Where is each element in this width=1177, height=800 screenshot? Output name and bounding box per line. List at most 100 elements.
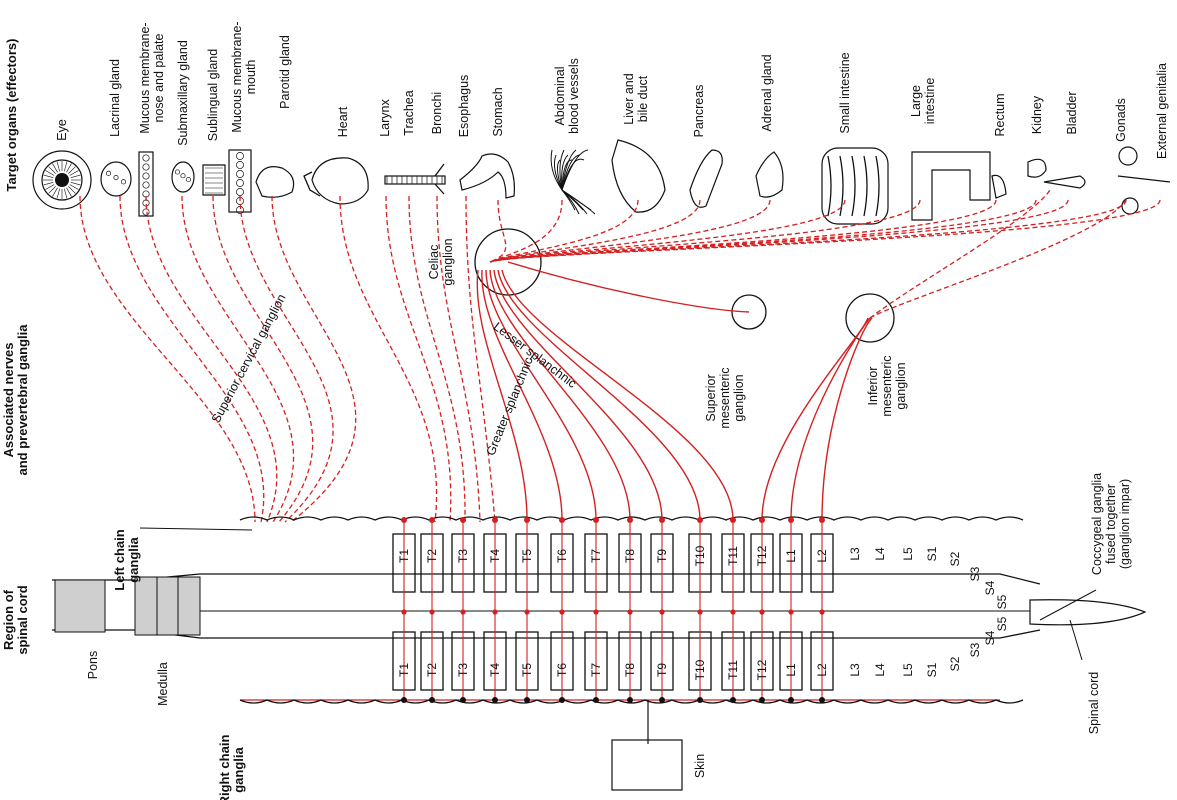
liver-icon — [611, 139, 666, 213]
postganglionic-path — [489, 199, 846, 263]
segment-label: L5 — [901, 663, 915, 677]
segment-label: T6 — [555, 548, 569, 564]
adrenal-gland-icon — [755, 151, 784, 198]
to-superior-mesenteric — [507, 261, 750, 313]
preganglionic-path — [239, 195, 334, 523]
segment-label: T11 — [726, 546, 740, 566]
preganglionic-path — [119, 195, 265, 523]
chain-dot-lower — [819, 697, 825, 703]
segment-label: T9 — [655, 662, 669, 678]
organ-label: Kidney — [1030, 95, 1044, 135]
left-chain-pointer — [139, 527, 253, 531]
chain-dot-upper — [492, 517, 498, 523]
organ-label: Esophagus — [457, 74, 471, 138]
splanchnic-nerve — [497, 269, 701, 521]
rectum-icon — [991, 174, 1007, 199]
chain-dot-upper — [524, 517, 530, 523]
segment-label: S4 — [983, 580, 997, 596]
cord-dot — [659, 609, 665, 615]
organ-label: Abdominal blood vessels — [553, 58, 581, 134]
cord-dot — [627, 609, 633, 615]
segment-label: T8 — [623, 662, 637, 678]
segment-label: T2 — [425, 662, 439, 678]
segment-label: L1 — [784, 663, 798, 677]
segment-label: T12 — [755, 659, 769, 681]
segment-label: S4 — [983, 630, 997, 646]
label-spinal-cord: Spinal cord — [1087, 671, 1101, 735]
row-title-right-chain: Right chain ganglia — [217, 734, 246, 800]
segment-label: T7 — [589, 662, 603, 678]
spinal-outline-upper — [52, 573, 1041, 585]
segment-label: S1 — [925, 546, 939, 562]
organ-label: Gonads — [1114, 98, 1128, 142]
inferior-mesenteric-ganglion-circle — [845, 293, 895, 343]
segment-label: T7 — [589, 548, 603, 564]
chain-dot-lower — [559, 697, 565, 703]
chain-dot-lower — [788, 697, 794, 703]
segment-label: T10 — [693, 545, 707, 567]
chain-dot-lower — [627, 697, 633, 703]
kidney-icon — [1027, 158, 1047, 178]
chain-dot-upper — [429, 517, 435, 523]
organ-label: Rectum — [993, 93, 1007, 137]
chain-dot-upper — [627, 517, 633, 523]
segment-label: T1 — [397, 548, 411, 564]
preganglionic-path — [145, 195, 278, 523]
chain-dot-lower — [659, 697, 665, 703]
segment-label: T4 — [488, 662, 502, 678]
preganglionic-path — [181, 195, 295, 523]
coccygeal-pointer — [1039, 589, 1097, 621]
row-title-region-spinal-cord: Region of spinal cord — [1, 585, 30, 655]
cord-dot — [759, 609, 765, 615]
abdominal-blood-vessels-icon — [550, 149, 596, 215]
chain-dot-upper — [819, 517, 825, 523]
segment-label: L5 — [901, 547, 915, 561]
heart-icon — [303, 157, 369, 205]
organ-label: Stomach — [491, 87, 505, 137]
cord-dot — [524, 609, 530, 615]
splanchnic-nerve — [481, 269, 563, 521]
skin-block — [611, 739, 683, 791]
spinal-outline-lower — [52, 629, 1041, 639]
label-medulla: Medulla — [156, 662, 170, 706]
segment-label: T12 — [755, 545, 769, 567]
label-inferior-mesenteric-ganglion: Inferior mesenteric ganglion — [866, 355, 908, 417]
postganglionic-path — [489, 199, 701, 263]
eye-icon — [32, 150, 92, 210]
segment-label: T2 — [425, 548, 439, 564]
prevertebral-ganglia — [474, 228, 895, 343]
segment-label: L2 — [815, 663, 829, 677]
submaxillary-gland-icon — [171, 161, 195, 193]
segment-label: L3 — [848, 663, 862, 677]
mucous-membrane-mouth-icon — [228, 149, 252, 214]
segment-label: S5 — [995, 594, 1009, 610]
segment-label: T4 — [488, 548, 502, 564]
chain-dot-upper — [788, 517, 794, 523]
nerve-paths — [79, 189, 1161, 701]
segment-label: S5 — [995, 616, 1009, 632]
chain-dot-lower — [492, 697, 498, 703]
organ-label: Bronchi — [430, 91, 444, 135]
splanchnic-nerve — [501, 269, 734, 521]
organ-label: Eye — [55, 119, 69, 141]
cord-dot — [429, 609, 435, 615]
postganglionic-path — [489, 199, 507, 263]
postganglionic-path — [489, 199, 1161, 263]
segment-label: S3 — [968, 566, 982, 582]
postganglionic-path — [489, 199, 997, 263]
superior-mesenteric-ganglion-circle — [731, 294, 767, 330]
pancreas-icon — [689, 149, 723, 208]
organ-label: Parotid gland — [278, 35, 292, 109]
cardiac-path — [339, 195, 438, 523]
segment-label: T3 — [456, 548, 470, 564]
segment-label: L2 — [815, 549, 829, 563]
lumbar-splanchnic — [821, 317, 873, 521]
large-intestine-icon — [911, 151, 991, 221]
postganglionic-path — [489, 199, 771, 263]
organ-icons — [32, 139, 1171, 225]
organ-label: Pancreas — [692, 84, 706, 138]
trachea-icon — [384, 163, 446, 195]
organ-label: Lacrinal gland — [108, 59, 122, 137]
chain-dot-lower — [593, 697, 599, 703]
cardiac-path — [465, 195, 496, 523]
